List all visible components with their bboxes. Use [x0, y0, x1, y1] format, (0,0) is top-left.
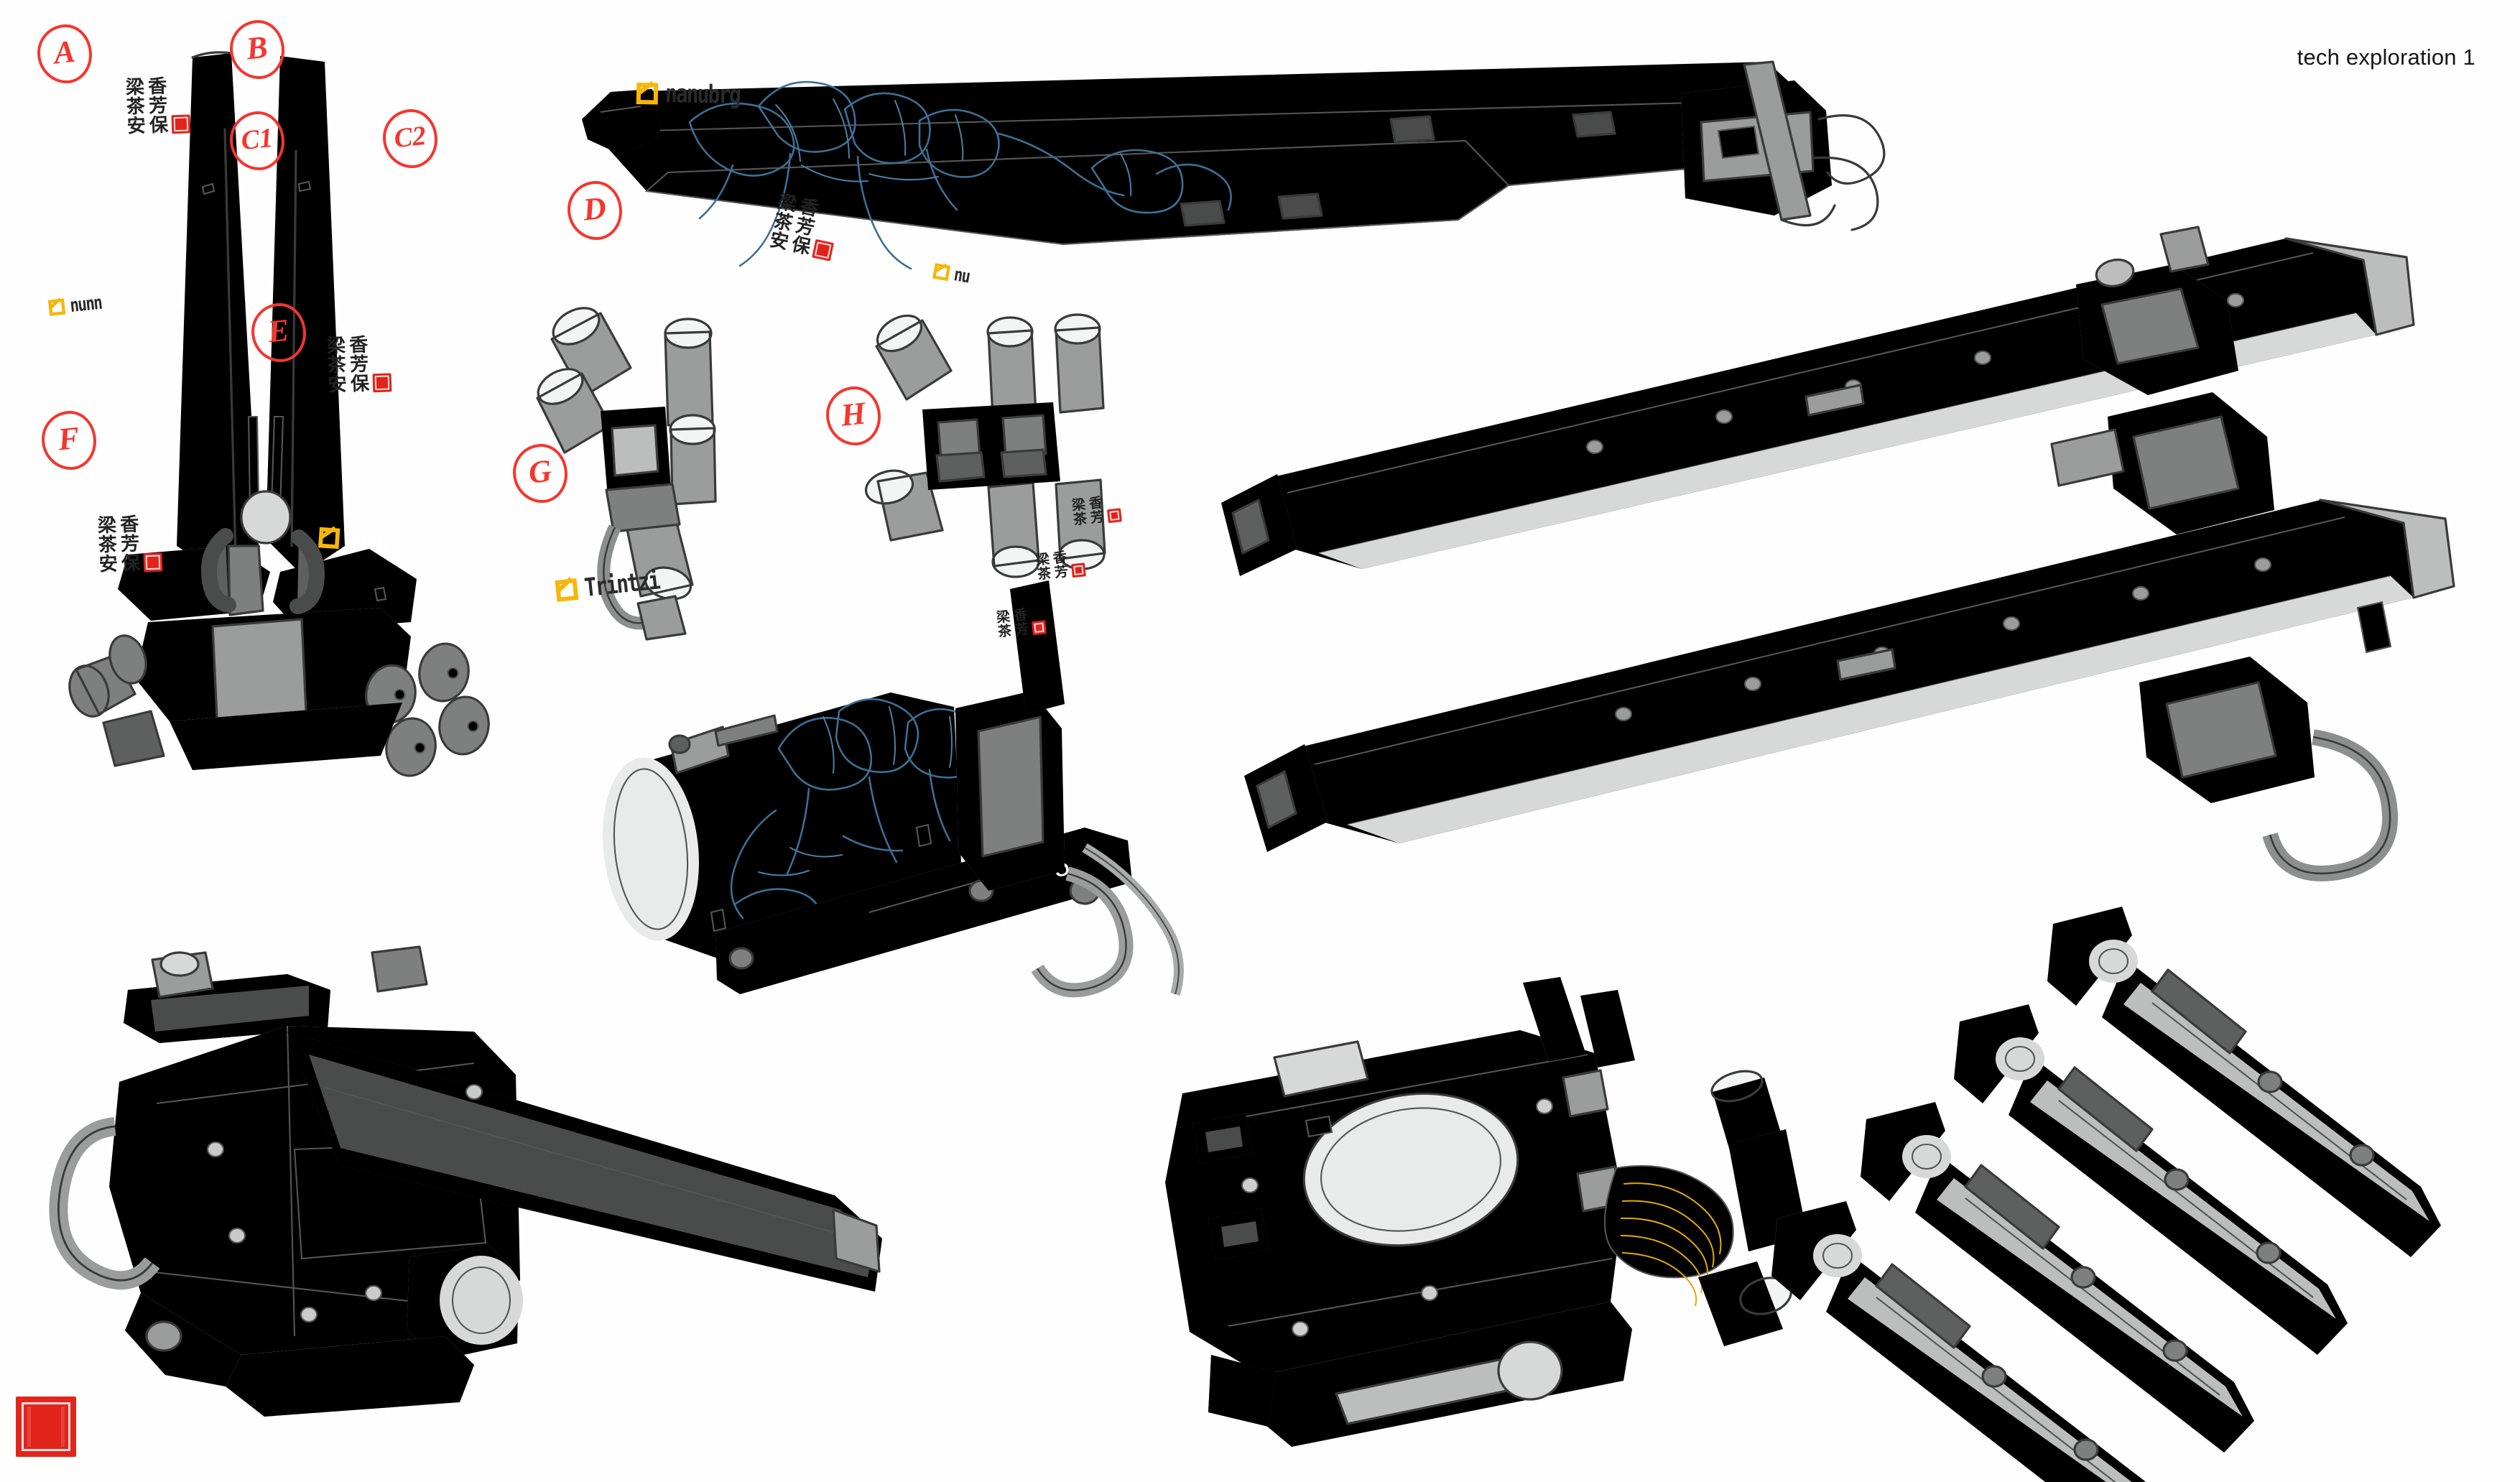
stamp-column: 梁茶	[1033, 551, 1052, 582]
stamp-column: 梁茶安	[323, 335, 347, 394]
callout-D: D	[565, 178, 625, 242]
stamp-column: 香芳保	[346, 334, 369, 394]
stamp-column: 香芳保	[144, 75, 168, 135]
brand-mark-icon	[636, 82, 659, 105]
brand-mark-icon	[318, 527, 341, 549]
red-seal-chop	[1070, 562, 1086, 578]
stamp-column: 香芳	[1085, 494, 1105, 526]
red-seal-chop	[171, 114, 190, 134]
callout-E: E	[249, 300, 309, 364]
brand-mark-icon	[47, 298, 66, 316]
callout-B: B	[227, 17, 287, 81]
brand-lockup-f: nunu	[318, 525, 388, 556]
brand-lockup-b: nanubrg	[636, 79, 740, 110]
brand-mark-icon	[555, 578, 579, 602]
callout-C1: C1	[227, 108, 287, 172]
page-title: tech exploration 1	[2297, 45, 2475, 70]
part-C1-thruster-cluster	[532, 302, 776, 641]
callout-H: H	[823, 384, 884, 448]
red-seal-chop	[143, 552, 162, 573]
part-F-wing-blade-module	[49, 934, 948, 1437]
part-A-twin-blade-stabilizer	[43, 43, 503, 826]
part-D-cannon-barrels	[1192, 226, 2507, 891]
stamp-column: 梁茶安	[121, 76, 146, 136]
part-G-core-backpack	[1121, 977, 1846, 1451]
stamp-block-e: 梁茶安香芳保	[323, 333, 392, 394]
stamp-column: 香芳	[1050, 549, 1069, 580]
stamp-block-f: 梁茶安香芳保	[93, 513, 162, 574]
stamp-column: 梁茶	[1069, 496, 1088, 527]
part-E-drum-canister: 5	[582, 580, 1184, 1020]
red-seal-chop	[1106, 508, 1122, 524]
part-B-wing-pylon	[560, 50, 1886, 295]
brand-mark-icon	[932, 262, 951, 281]
callout-G: G	[510, 441, 570, 505]
stamp-block-h3: 梁茶香芳	[1069, 493, 1122, 527]
red-seal-chop	[372, 373, 392, 393]
part-H-finned-rail-bank	[1746, 862, 2514, 1482]
artist-seal-chop	[16, 1397, 76, 1457]
red-seal-chop	[1031, 620, 1047, 636]
callout-A: A	[34, 22, 95, 85]
callout-C2: C2	[380, 106, 440, 170]
stamp-column: 香芳	[1010, 606, 1029, 638]
stamp-block-h1: 梁茶香芳	[993, 605, 1047, 639]
red-seal-chop	[811, 238, 834, 261]
part-C2-thruster-cluster	[848, 302, 1128, 596]
stamp-block-a: 梁茶安香芳保	[121, 75, 190, 136]
stamp-column: 梁茶安	[93, 514, 118, 574]
stamp-column: 梁茶	[993, 608, 1013, 639]
stamp-column: 香芳保	[116, 514, 140, 573]
stamp-block-h2: 梁茶香芳	[1033, 547, 1086, 582]
callout-F: F	[39, 408, 99, 472]
